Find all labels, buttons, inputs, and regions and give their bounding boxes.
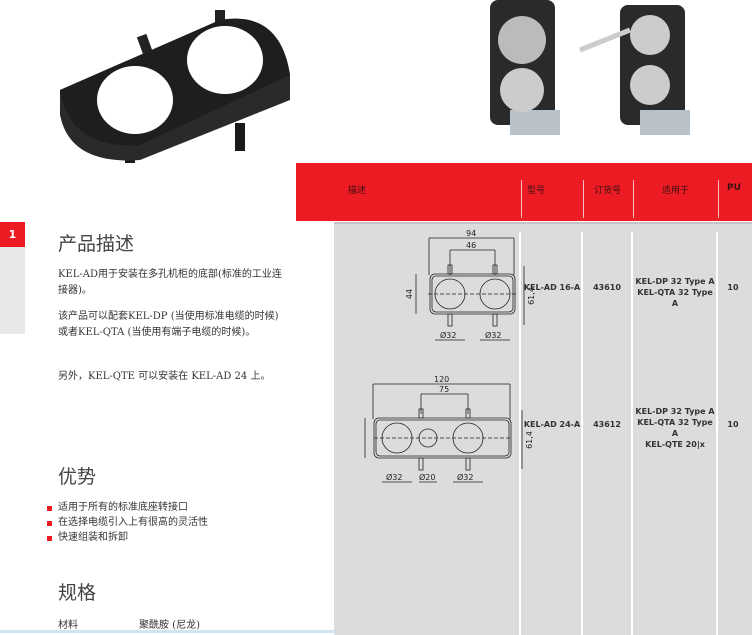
list-item: 在选择电缆引入上有很高的灵活性 [46, 515, 208, 530]
section-number: 1 [0, 222, 25, 247]
section-tab: 1 [0, 222, 25, 334]
dim-hole: Ø32 [386, 472, 402, 482]
list-item: 快速组装和拆卸 [46, 530, 208, 545]
table-header: 描述 型号 订货号 适用于 PU [296, 163, 752, 221]
spec-value: 聚酰胺 (尼龙) [139, 620, 200, 631]
product-table: 94 46 44 61,4 Ø32 Ø32 120 75 44 61,4 Ø32… [334, 222, 752, 635]
header-order-number: 订货号 [594, 186, 622, 196]
dim-hole: Ø32 [485, 330, 501, 340]
row2-fits: KEL-DP 32 Type A KEL-QTA 32 Type A KEL-Q… [633, 406, 717, 450]
fits-item: KEL-QTA 32 Type A [637, 418, 713, 438]
spec-label: 材料 [58, 620, 78, 631]
row1-model: KEL-AD 16-A [523, 283, 581, 292]
dim-pitch: 46 [466, 241, 476, 250]
header-fits: 适用于 [662, 186, 690, 196]
row2-order: 43612 [593, 420, 621, 429]
description-paragraph: 该产品可以配套KEL-DP (当使用标准电缆的时候) 或者KEL-QTA (当使… [58, 311, 279, 338]
product-photo-assembled [490, 0, 690, 135]
dim-pitch: 75 [439, 385, 449, 394]
advantages-title: 优势 [58, 466, 97, 488]
dim-overall: 61,4 [525, 431, 534, 449]
row2-model: KEL-AD 24-A [523, 420, 581, 429]
row1-pu: 10 [727, 283, 739, 292]
specs-title: 规格 [58, 582, 97, 604]
dim-hole: Ø20 [419, 472, 435, 482]
dim-width: 94 [466, 230, 476, 238]
dim-hole: Ø32 [440, 330, 456, 340]
drawing-kel-ad-24-a: 120 75 44 61,4 Ø32 Ø20 Ø32 [364, 375, 534, 483]
fits-item: KEL-QTA 32 Type A [637, 288, 713, 308]
fits-item: KEL-DP 32 Type A [635, 277, 715, 286]
dim-height: 44 [405, 289, 414, 299]
row1-order: 43610 [593, 283, 621, 292]
fits-item: KEL-QTE 20|x [645, 440, 705, 449]
header-model: 型号 [527, 186, 546, 196]
drawing-kel-ad-16-a: 94 46 44 61,4 Ø32 Ø32 [405, 230, 536, 341]
description-paragraph: 另外，KEL-QTE 可以安装在 KEL-AD 24 上。 [58, 371, 271, 382]
dim-width: 120 [434, 375, 449, 384]
row1-fits: KEL-DP 32 Type A KEL-QTA 32 Type A [633, 276, 717, 309]
header-pu: PU [727, 183, 741, 193]
product-photo-kel-ad [60, 10, 290, 163]
divider [0, 630, 334, 633]
dim-overall: 61,4 [527, 287, 536, 305]
description-title: 产品描述 [58, 233, 135, 255]
advantages-list: 适用于所有的标准底座转接口 在选择电缆引入上有很高的灵活性 快速组装和拆卸 [46, 500, 208, 545]
header-description: 描述 [348, 186, 367, 196]
fits-item: KEL-DP 32 Type A [635, 407, 715, 416]
description-paragraph: KEL-AD用于安装在多孔机柜的底部(标准的工业连接器)。 [58, 269, 282, 296]
list-item: 适用于所有的标准底座转接口 [46, 500, 208, 515]
row2-pu: 10 [727, 420, 739, 429]
dim-hole: Ø32 [457, 472, 473, 482]
